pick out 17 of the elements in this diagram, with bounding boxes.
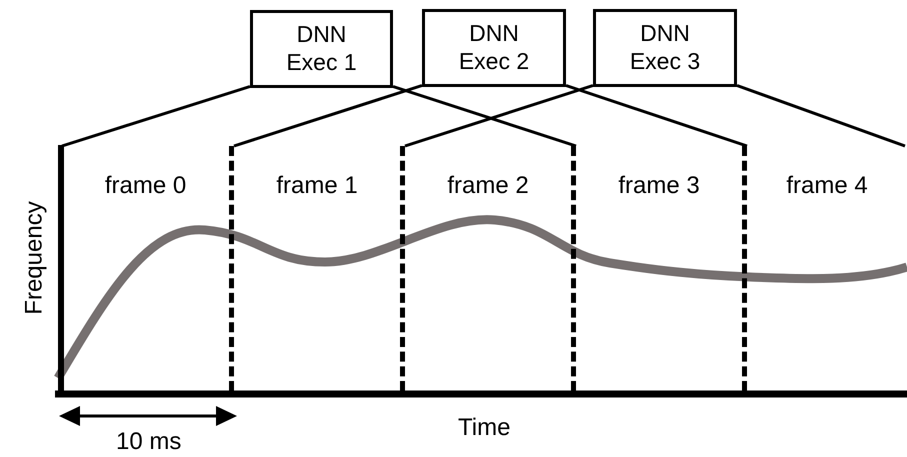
frame-label: frame 2	[447, 172, 529, 201]
process-box: DNN Exec 2	[422, 9, 566, 87]
frame-label: frame 4	[786, 172, 868, 201]
connector-line	[736, 84, 906, 148]
axis-label: Time	[458, 414, 510, 442]
dimension-label: 10 ms	[116, 428, 182, 456]
connector-line	[404, 84, 594, 148]
connector-line	[234, 84, 422, 148]
connector-line	[566, 84, 748, 148]
frame-label: frame 3	[618, 172, 700, 201]
frame-label: frame 0	[104, 172, 186, 201]
connector-line	[392, 85, 576, 148]
process-box: DNN Exec 1	[250, 10, 393, 88]
process-box: DNN Exec 3	[593, 9, 737, 87]
connector-line	[62, 85, 250, 148]
frame-label: frame 1	[276, 172, 358, 201]
axis-label: Frequency	[20, 201, 49, 315]
